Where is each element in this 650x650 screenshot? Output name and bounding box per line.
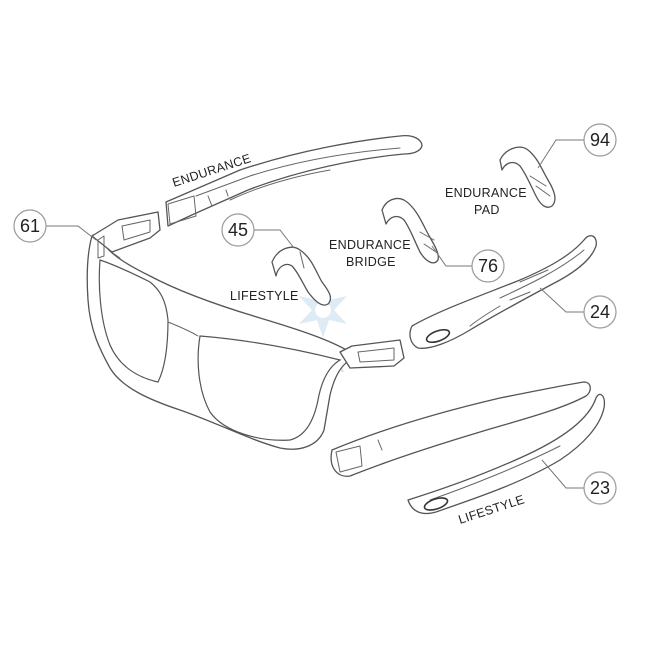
callout-94: 94 [583, 123, 617, 157]
callout-45: 45 [221, 213, 255, 247]
label-endurance-bridge-line1: ENDURANCE [329, 238, 411, 252]
lifestyle-nose-pad [271, 246, 332, 306]
leader-lines [46, 139, 584, 489]
callout-61-number: 61 [20, 216, 40, 236]
lifestyle-temple-arm [407, 393, 606, 515]
callout-24: 24 [583, 295, 617, 329]
endurance-temple-arm [165, 134, 423, 227]
lifestyle-temple-core [330, 381, 591, 477]
callout-23-number: 23 [590, 478, 610, 498]
callout-94-number: 94 [590, 130, 610, 150]
label-endurance-pad-line2: PAD [474, 203, 500, 217]
callout-24-number: 24 [590, 302, 610, 322]
label-lifestyle-pad: LIFESTYLE [230, 289, 299, 303]
callout-23: 23 [583, 471, 617, 505]
endurance-nose-pad [499, 146, 556, 208]
label-endurance-pad-line1: ENDURANCE [445, 186, 527, 200]
callout-76-number: 76 [478, 256, 498, 276]
endurance-bridge [381, 197, 439, 264]
callout-61: 61 [13, 209, 47, 243]
label-endurance-bridge-line2: BRIDGE [346, 255, 396, 269]
callout-76: 76 [471, 249, 505, 283]
callout-45-number: 45 [228, 220, 248, 240]
right-temple-arm [409, 235, 597, 349]
frame-front [86, 211, 405, 450]
